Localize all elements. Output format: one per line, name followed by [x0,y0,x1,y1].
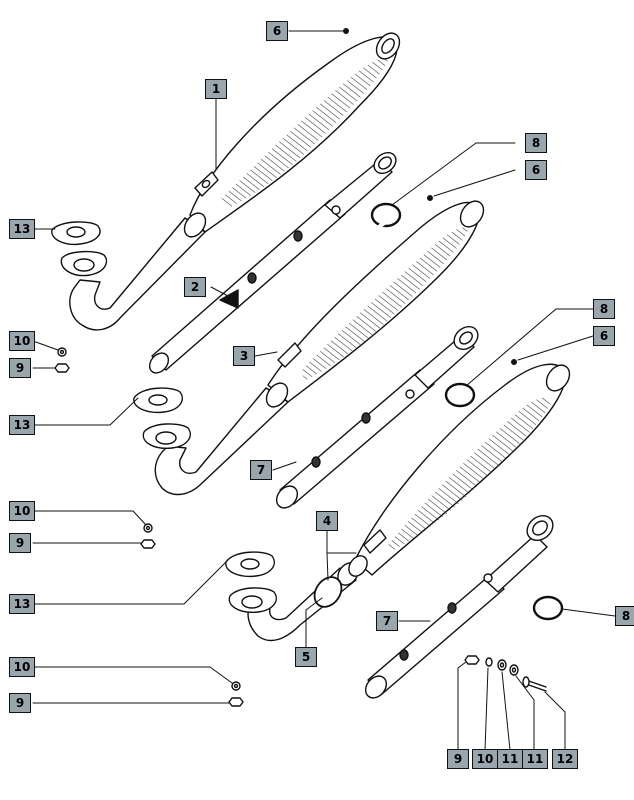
callout-10: 10 [9,501,35,521]
callout-8: 8 [615,606,634,626]
callout-7: 7 [250,460,272,480]
callout-8: 8 [525,133,547,153]
callout-11: 11 [497,749,523,769]
muffler-middle [267,200,485,403]
callout-10: 10 [9,331,35,351]
tailpipe-bottom [364,514,554,699]
hardware-set [464,655,547,692]
callout-13: 13 [9,415,35,435]
gasket-top [51,221,101,246]
clamp-ring-bottom [532,595,564,621]
callout-4: 4 [316,511,338,531]
tailpipe-middle [275,325,479,509]
callout-6: 6 [266,21,288,41]
nut-pair-bottom [228,681,244,707]
nut-pair-top [54,347,70,373]
tailpipe-top [148,151,397,374]
exhaust-pipe-top [60,212,207,331]
muffler-top [189,32,401,233]
callout-6: 6 [525,160,547,180]
callout-9: 9 [9,358,31,378]
gasket-bottom [225,551,275,578]
callout-5: 5 [295,647,317,667]
callout-13: 13 [9,594,35,614]
clamp-ring-middle [444,382,476,408]
callout-6: 6 [593,326,615,346]
callout-13: 13 [9,219,35,239]
callout-10: 10 [472,749,498,769]
clamp-bottom [313,555,368,608]
gasket-middle [133,387,183,414]
callout-9: 9 [9,533,31,553]
callout-7: 7 [376,611,398,631]
callout-1: 1 [205,79,227,99]
callout-10: 10 [9,657,35,677]
callout-8: 8 [593,299,615,319]
callout-2: 2 [184,277,206,297]
callout-9: 9 [447,749,469,769]
callout-12: 12 [552,749,578,769]
screw-mid [427,194,434,201]
leader-lines [32,30,616,751]
exhaust-pipe-middle [142,382,289,496]
muffler-bottom [354,363,571,576]
callout-11: 11 [522,749,548,769]
callout-3: 3 [233,346,255,366]
screw-right [511,359,518,366]
screw-top [343,28,350,35]
nut-pair-middle [140,523,156,549]
callout-9: 9 [9,693,31,713]
clamp-ring-top [370,202,402,228]
